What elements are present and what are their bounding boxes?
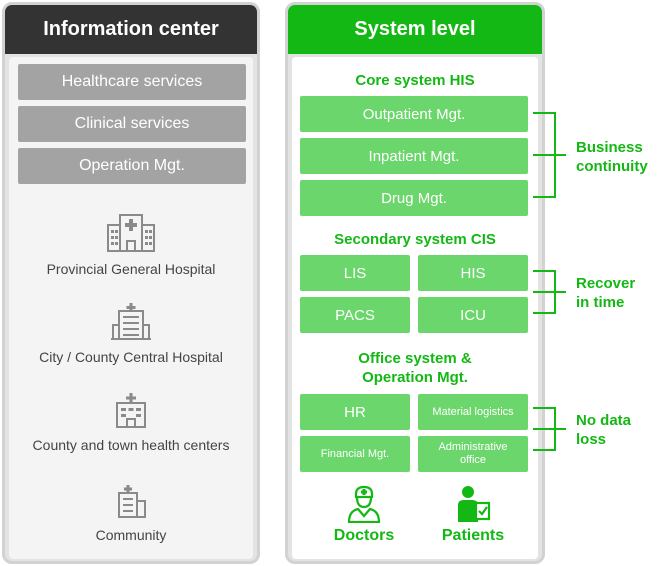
level-city-county: City / County Central Hospital <box>9 303 253 365</box>
bracket-office <box>533 407 566 451</box>
office-system-title-line1: Office system & <box>358 350 472 367</box>
bracket-secondary <box>533 270 566 314</box>
icu-box: ICU <box>418 297 528 333</box>
core-system-title: Core system HIS <box>355 72 475 89</box>
pacs-box: PACS <box>300 297 410 333</box>
office-system-title-line2: Operation Mgt. <box>362 369 468 386</box>
system-level-panel: System level Core system HIS Outpatient … <box>285 2 545 564</box>
operation-mgt-box: Operation Mgt. <box>18 148 246 184</box>
information-center-panel: Information center Healthcare services C… <box>2 2 260 564</box>
information-center-body: Healthcare services Clinical services Op… <box>9 57 253 559</box>
drug-mgt-box: Drug Mgt. <box>300 180 528 216</box>
health-center-icon <box>116 393 146 428</box>
no-data-loss-line1: No data <box>576 412 632 429</box>
financial-mgt-box: Financial Mgt. <box>300 436 410 472</box>
large-hospital-icon <box>107 214 155 252</box>
inpatient-mgt-box: Inpatient Mgt. <box>300 138 528 174</box>
hospital-building-icon <box>111 303 151 340</box>
clinical-services-box: Clinical services <box>18 106 246 142</box>
level-health-centers: County and town health centers <box>9 393 253 453</box>
patients-group: Patients <box>418 485 528 545</box>
doctors-group: Doctors <box>309 485 419 545</box>
business-continuity-label: Business continuity <box>576 138 659 176</box>
recover-in-time-label: Recover in time <box>576 274 659 312</box>
recover-in-time-line1: Recover <box>576 275 636 292</box>
level-community: Community <box>9 485 253 543</box>
secondary-system-title: Secondary system CIS <box>334 231 496 248</box>
hr-box: HR <box>300 394 410 430</box>
recover-in-time-line2: in time <box>576 294 625 311</box>
level-city-county-label: City / County Central Hospital <box>39 349 223 365</box>
healthcare-services-box: Healthcare services <box>18 64 246 100</box>
no-data-loss-line2: loss <box>576 431 607 448</box>
system-level-title: System level <box>288 5 542 54</box>
business-continuity-line1: Business <box>576 139 643 156</box>
outpatient-mgt-box: Outpatient Mgt. <box>300 96 528 132</box>
patient-icon <box>458 486 491 522</box>
material-logistics-box: Material logistics <box>418 394 528 430</box>
level-provincial: Provincial General Hospital <box>9 211 253 277</box>
community-clinic-icon <box>118 485 146 518</box>
his-box: HIS <box>418 255 528 291</box>
lis-box: LIS <box>300 255 410 291</box>
bracket-core <box>533 112 566 198</box>
level-provincial-label: Provincial General Hospital <box>46 261 216 277</box>
doctors-label: Doctors <box>333 527 395 544</box>
administrative-office-box: Administrative office <box>418 436 528 472</box>
patients-label: Patients <box>441 527 505 544</box>
level-community-label: Community <box>95 527 167 543</box>
no-data-loss-label: No data loss <box>576 411 659 449</box>
business-continuity-line2: continuity <box>576 158 648 175</box>
system-level-body: Core system HIS Outpatient Mgt. Inpatien… <box>292 57 538 559</box>
level-health-centers-label: County and town health centers <box>32 437 230 453</box>
information-center-title: Information center <box>5 5 257 54</box>
doctor-icon <box>347 485 381 523</box>
